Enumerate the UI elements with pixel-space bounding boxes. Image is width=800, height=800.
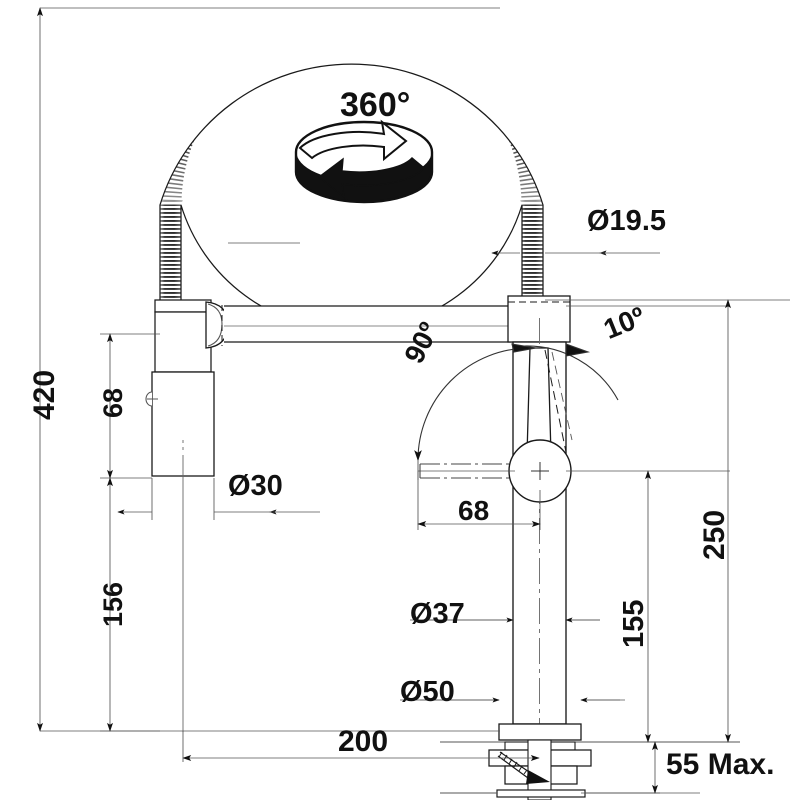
dim-worktop-55-max: 55 Max. xyxy=(666,748,775,781)
rotation-360-label: 360° xyxy=(340,86,411,124)
dim-spray-head-dia-30: Ø30 xyxy=(228,470,283,502)
dim-overall-height-420: 420 xyxy=(28,369,61,420)
dim-reach-200: 200 xyxy=(338,725,389,758)
mixer-body-column xyxy=(507,295,571,800)
dimension-network xyxy=(37,7,790,794)
dim-lever-offset-68: 68 xyxy=(458,495,490,526)
mounting-base-assembly xyxy=(440,723,740,800)
dim-spray-clearance-156: 156 xyxy=(98,581,128,627)
lever-handle xyxy=(508,347,573,503)
spray-head xyxy=(145,299,215,732)
dim-body-dia-37: Ø37 xyxy=(410,598,465,630)
dim-hose-dia-19-5: Ø19.5 xyxy=(587,205,666,237)
dim-lever-height-250: 250 xyxy=(698,509,731,560)
dim-spout-height-155: 155 xyxy=(618,599,650,648)
dim-spray-head-68: 68 xyxy=(98,387,128,418)
rotation-360-symbol xyxy=(294,119,434,204)
tilt-10-arc xyxy=(523,343,619,401)
spout-pivot-joint xyxy=(205,301,229,349)
dim-base-dia-50: Ø50 xyxy=(400,676,455,708)
spout-arm xyxy=(224,305,529,343)
